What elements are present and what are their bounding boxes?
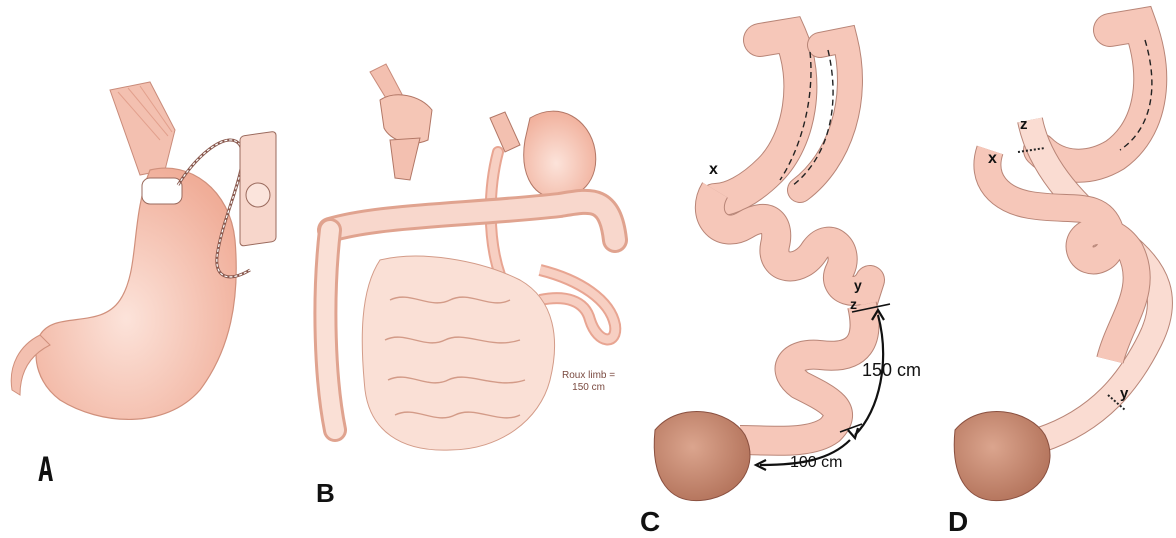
roux-limb-annotation: Roux limb = 150 cm	[562, 370, 615, 394]
panel-c-point-x: x	[709, 161, 718, 179]
panel-c-schematic	[654, 35, 890, 501]
panel-d-label: D	[948, 506, 968, 538]
panel-a-gastric-band-illustration	[11, 82, 276, 419]
panel-d-point-x: x	[988, 150, 997, 168]
panel-c-point-y: y	[854, 277, 862, 293]
panel-c-point-z: z	[850, 296, 857, 312]
panel-d-schematic	[954, 25, 1160, 501]
roux-limb-line1: Roux limb =	[562, 370, 615, 382]
measure-100-label: 100 cm	[790, 454, 842, 472]
roux-limb-line2: 150 cm	[562, 382, 615, 394]
panel-a-label: A	[38, 450, 53, 490]
panel-c-label: C	[640, 506, 660, 538]
measure-150-label: 150 cm	[862, 360, 921, 381]
panel-b-label: B	[316, 478, 335, 509]
panel-d-point-y: y	[1120, 385, 1128, 402]
panel-d-point-z: z	[1020, 116, 1028, 133]
